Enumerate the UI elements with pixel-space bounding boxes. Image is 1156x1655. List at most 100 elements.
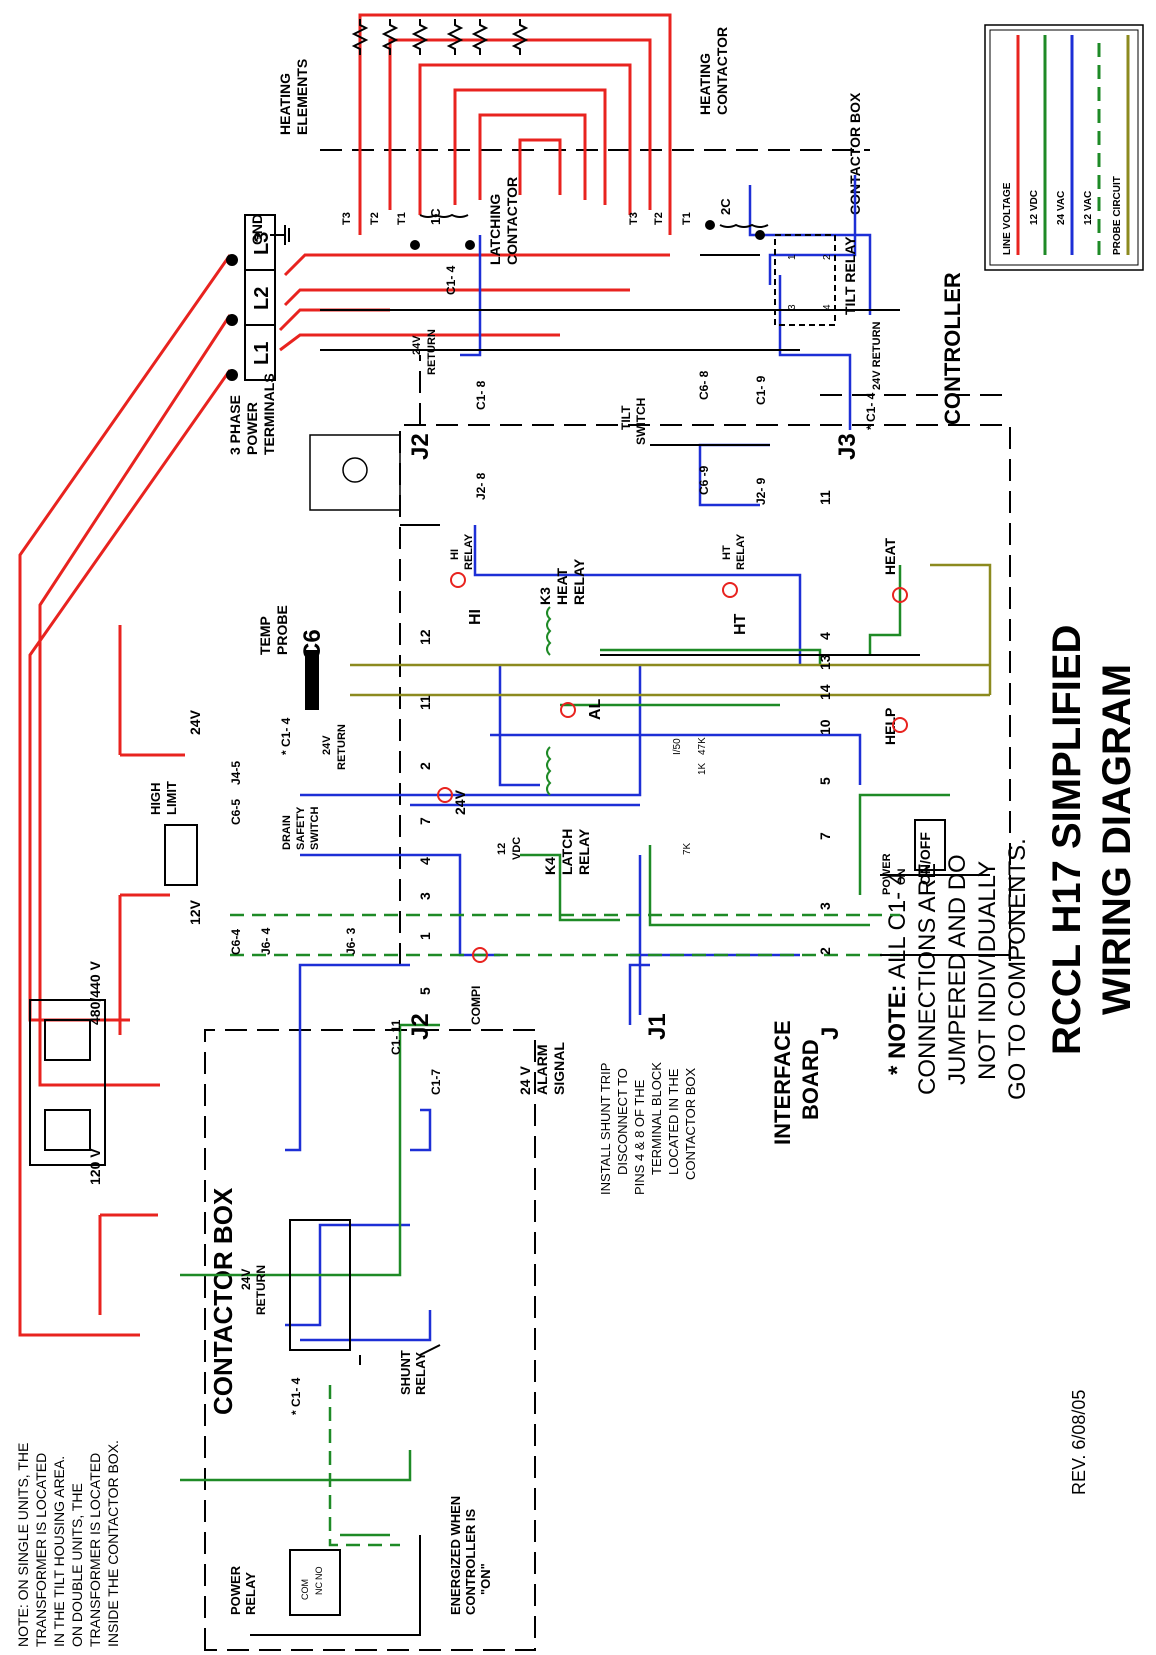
heating-element-resistor — [446, 19, 464, 55]
k3-heat-relay-label: K3 HEAT RELAY — [537, 558, 587, 605]
vac12-wiring — [230, 913, 900, 1547]
svg-text:RELAY: RELAY — [571, 558, 587, 605]
svg-text:C6 -9: C6 -9 — [697, 465, 711, 495]
svg-text:RELAY: RELAY — [735, 533, 747, 570]
legend-12vac: 12 VAC — [1083, 191, 1094, 225]
svg-text:BOARD: BOARD — [798, 1039, 823, 1120]
black-wiring — [250, 254, 1010, 1636]
latch-contactor-1c: 1C — [428, 208, 443, 225]
svg-text:ON: ON — [896, 868, 908, 885]
svg-text:4: 4 — [817, 632, 833, 640]
svg-text:VDC: VDC — [511, 837, 523, 860]
j2-label-bottom: J2 — [407, 1013, 434, 1040]
svg-text:ELEMENTS: ELEMENTS — [294, 59, 310, 135]
svg-text:TRANSFORMER IS LOCATED: TRANSFORMER IS LOCATED — [33, 1453, 49, 1647]
heat-label: HEAT — [882, 537, 898, 575]
svg-text:3 PHASE: 3 PHASE — [227, 395, 243, 455]
svg-text:COM: COM — [300, 1579, 310, 1600]
v24-label: 24V — [187, 709, 203, 735]
svg-text:CONTROLLER IS: CONTROLLER IS — [463, 1509, 478, 1615]
svg-text:J2- 9: J2- 9 — [754, 477, 768, 505]
j1-label: J1 — [644, 1013, 671, 1040]
svg-text:TRANSFORMER IS LOCATED: TRANSFORMER IS LOCATED — [87, 1453, 103, 1647]
svg-text:K4: K4 — [542, 857, 558, 875]
resistor-labels: 47K 1K I/50 7K — [672, 737, 708, 855]
svg-text:24 V: 24 V — [517, 1066, 533, 1095]
svg-text:* NOTE: ALL C1- 4: * NOTE: ALL C1- 4 — [884, 872, 911, 1075]
svg-text:DISCONNECT TO: DISCONNECT TO — [615, 1068, 630, 1175]
legend: LINE VOLTAGE 12 VDC 24 VAC 12 VAC PROBE … — [984, 24, 1144, 271]
al-led-icon — [560, 702, 576, 718]
k4-coil-icon — [546, 746, 552, 796]
svg-text:5: 5 — [817, 777, 833, 785]
shunt-trip-note: INSTALL SHUNT TRIP DISCONNECT TO PINS 4 … — [598, 1062, 698, 1195]
svg-text:HI: HI — [449, 549, 461, 560]
temp-probe-icon — [305, 650, 319, 710]
gnd-label: GND — [249, 214, 265, 245]
ht-led-icon — [722, 582, 738, 598]
interface-board-label: INTERFACE BOARD — [770, 1020, 823, 1145]
svg-text:* C1- 4: * C1- 4 — [289, 1377, 303, 1415]
svg-text:LIMIT: LIMIT — [164, 781, 179, 815]
c1-4-transformer: * C1- 4 — [279, 717, 293, 755]
j2-pin-numbers: 12 11 2 7 4 3 1 5 — [417, 629, 433, 995]
power-relay-icon — [289, 1549, 341, 1616]
alarm-signal-label: 24 V ALARM SIGNAL — [517, 1042, 567, 1095]
svg-text:12: 12 — [417, 629, 433, 645]
svg-text:C6-5: C6-5 — [229, 799, 243, 825]
svg-text:T3: T3 — [628, 212, 640, 225]
svg-text:POWER: POWER — [244, 402, 260, 455]
energized-label: ENERGIZED WHEN CONTROLLER IS "ON" — [448, 1496, 493, 1615]
svg-text:J6- 3: J6- 3 — [344, 927, 358, 955]
heat-led-icon — [892, 587, 908, 603]
svg-text:10: 10 — [817, 719, 833, 735]
svg-text:4: 4 — [822, 304, 833, 310]
svg-text:JUMPERED AND DO: JUMPERED AND DO — [944, 854, 971, 1085]
svg-text:11: 11 — [417, 695, 433, 710]
svg-text:NC: NC — [314, 1582, 324, 1595]
svg-text:"ON": "ON" — [478, 1563, 493, 1595]
compi-led-icon — [472, 947, 488, 963]
legend-line-voltage: LINE VOLTAGE — [1002, 182, 1013, 255]
j3-pin-numbers: 11 4 13 14 10 5 7 3 2 — [817, 490, 833, 955]
transformer-icon — [29, 999, 106, 1166]
tilt-relay: 3 4 1 2 — [774, 234, 836, 326]
drain-safety-label: DRAIN SAFETY SWITCH — [281, 806, 321, 850]
heating-element-resistor — [411, 19, 429, 55]
heating-contactor-label: HEATING CONTACTOR — [697, 27, 730, 115]
heat-contactor-2c: 2C — [718, 198, 733, 215]
svg-text:NOTE: ON SINGLE UNITS, THE: NOTE: ON SINGLE UNITS, THE — [15, 1443, 31, 1647]
svg-text:L2: L2 — [251, 287, 273, 310]
contactor-box-label: CONTACTOR BOX — [208, 1187, 238, 1415]
svg-text:LATCH: LATCH — [559, 829, 575, 875]
svg-text:T2: T2 — [369, 212, 381, 225]
contactor-box-outline — [204, 1029, 536, 1651]
svg-text:2: 2 — [417, 762, 433, 770]
svg-text:J4-5: J4-5 — [229, 761, 243, 785]
svg-text:NO: NO — [314, 1567, 324, 1581]
ret24-shunt: 24V RETURN — [239, 1265, 268, 1315]
controller-label: CONTROLLER — [940, 272, 965, 425]
heating-element-resistor — [511, 19, 529, 55]
connector-labels: C1- 8 J2- 8 C1- 9 J2- 9 C6- 8 C6 -9 * C1… — [229, 370, 878, 1415]
legend-probe-circuit: PROBE CIRCUIT — [1112, 176, 1123, 255]
svg-text:SWITCH: SWITCH — [634, 398, 648, 445]
svg-text:ALARM: ALARM — [534, 1044, 550, 1095]
power-on-label: POWER ON — [881, 853, 908, 895]
temp-probe-label: TEMP PROBE — [257, 605, 290, 655]
svg-text:RELAY: RELAY — [576, 828, 592, 875]
power-relay-contacts: COM NC NO — [300, 1567, 324, 1601]
high-limit-label: HIGH LIMIT — [148, 781, 179, 815]
legend-12vdc: 12 VDC — [1029, 190, 1040, 225]
svg-text:PINS 4 & 8 OF THE: PINS 4 & 8 OF THE — [632, 1079, 647, 1195]
svg-text:HT: HT — [721, 545, 733, 560]
contactor-poles: T3 T2 T1 T3 T2 T1 — [341, 212, 693, 225]
svg-text:1: 1 — [787, 254, 798, 260]
svg-text:24V: 24V — [411, 335, 423, 355]
hi-led-icon — [450, 572, 466, 588]
svg-text:3: 3 — [787, 304, 798, 310]
svg-text:CONTACTOR: CONTACTOR — [504, 177, 520, 265]
svg-text:POWER: POWER — [228, 1565, 243, 1615]
